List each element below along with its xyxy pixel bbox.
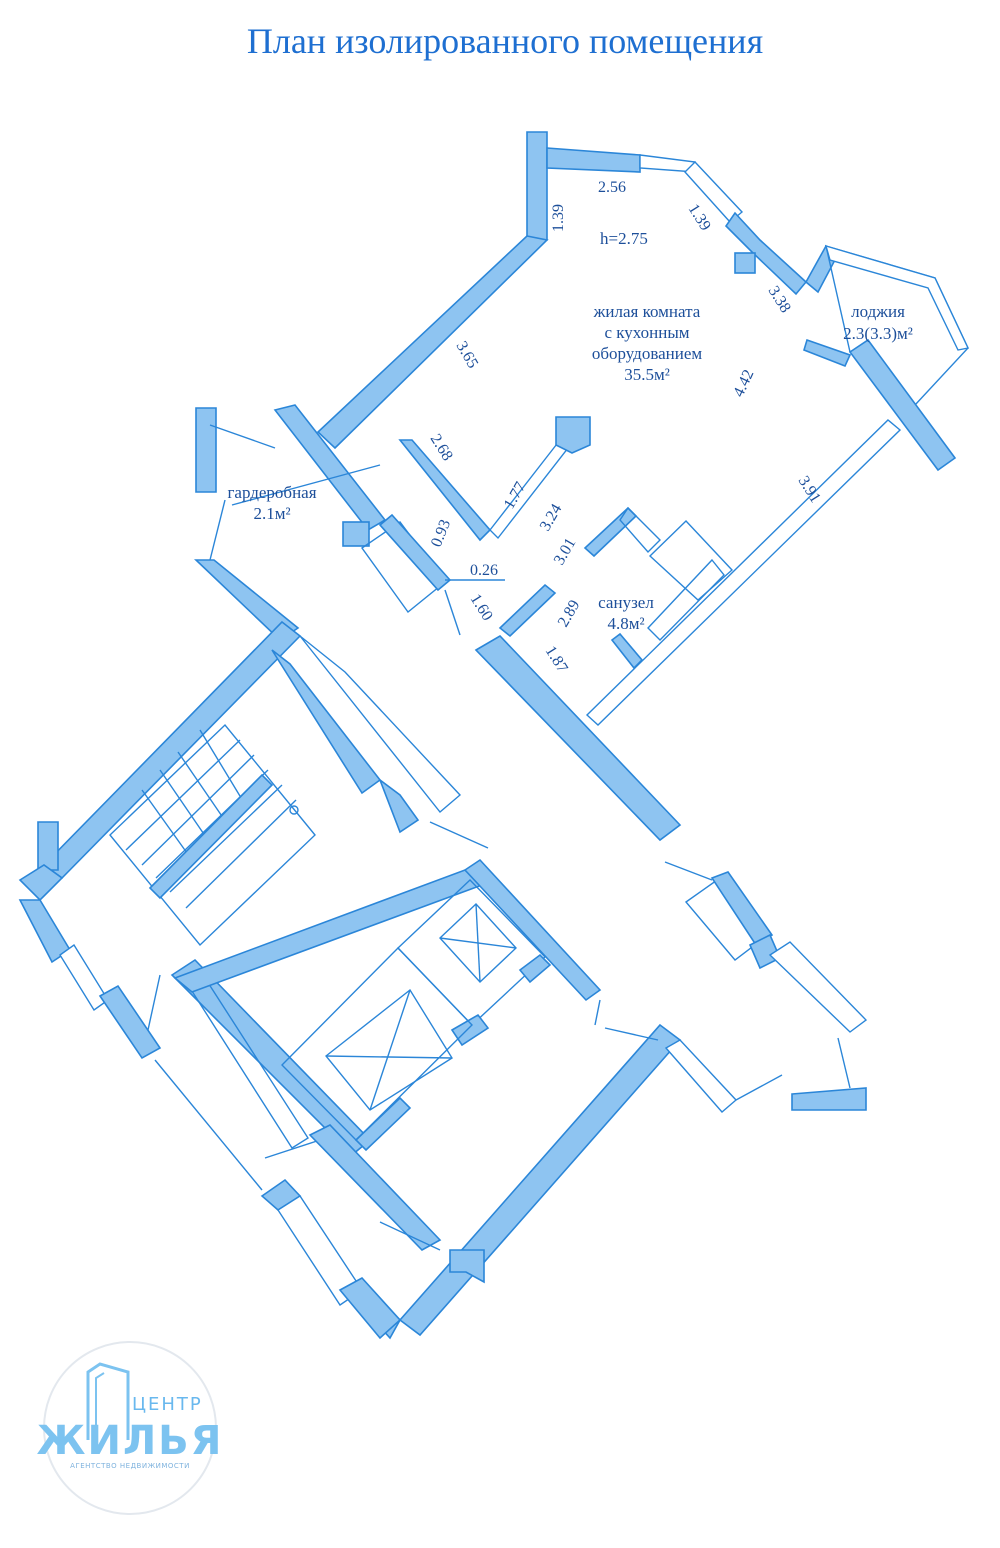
dimension-label: 1.39 <box>685 201 714 234</box>
dimension-label: 3.01 <box>551 535 580 568</box>
wall-segment <box>583 506 638 558</box>
wall-segment <box>299 635 462 814</box>
living-room-label: с кухонным <box>604 323 689 342</box>
window <box>824 244 970 351</box>
wall-segment <box>526 131 548 244</box>
wall-segment <box>195 407 217 493</box>
partition-line <box>231 464 381 506</box>
wall-segment <box>271 649 382 795</box>
page-title: План изолированного помещения <box>247 21 763 61</box>
dimension-label: 3.91 <box>795 473 824 506</box>
wall-segment <box>450 1013 490 1047</box>
wall-segment <box>316 235 549 450</box>
dimension-label: 0.26 <box>470 562 498 579</box>
wall-segment <box>710 871 774 947</box>
living-room-label: оборудованием <box>592 344 703 363</box>
door-swing <box>147 974 161 1031</box>
dimension-label: 1.39 <box>550 204 567 232</box>
stair-handrail <box>148 773 274 900</box>
window <box>768 941 868 1033</box>
dimension-label: 1.60 <box>467 591 496 624</box>
bathroom-label: санузел <box>598 593 654 612</box>
wall-segment <box>398 1023 682 1337</box>
wardrobe-label: гардеробная <box>227 483 316 502</box>
wall-segment <box>37 821 59 871</box>
door-swing <box>604 1027 659 1041</box>
logo-text-big: ЖИЛЬЯ <box>37 1418 224 1464</box>
wall-segment <box>463 858 602 1002</box>
door-swing <box>735 1074 783 1101</box>
dimension-label: 3.24 <box>537 501 566 534</box>
pillar <box>734 252 756 274</box>
door-swing <box>594 999 601 1026</box>
door-swing <box>444 589 461 636</box>
door-swing <box>837 1037 851 1089</box>
building-icon <box>86 1362 130 1440</box>
wall-segment <box>338 1276 402 1340</box>
loggia-label: лоджия <box>851 302 905 321</box>
wall-segment <box>498 583 557 638</box>
wall-segment <box>354 1096 412 1152</box>
wall-segment <box>610 632 644 670</box>
wall-segment <box>518 953 552 984</box>
wall-segment <box>474 634 682 842</box>
logo-tagline: АГЕНТСТВО НЕДВИЖИМОСТИ <box>70 1462 190 1470</box>
dimension-label: 3.65 <box>453 339 482 372</box>
elevator-cab <box>325 988 453 1111</box>
wall-segment <box>308 1124 442 1251</box>
wall-segment <box>803 338 852 368</box>
bathroom-area: 4.8м² <box>607 614 644 633</box>
wall-segment <box>647 558 725 641</box>
loggia-area: 2.3(3.3)м² <box>843 324 913 343</box>
door-swing <box>429 821 489 849</box>
door-swing <box>379 1221 441 1251</box>
dimension-label: 2.56 <box>598 179 626 196</box>
window <box>664 1039 738 1113</box>
logo-text-small: ЦЕНТР <box>132 1394 203 1415</box>
room-labels: h=2.75 жилая комната с кухонным оборудов… <box>227 229 912 633</box>
shower <box>648 520 734 601</box>
wall-segment <box>546 147 641 173</box>
staircase <box>109 723 316 947</box>
living-room-area: 35.5м² <box>624 365 670 384</box>
wall-segment <box>848 338 957 472</box>
wall-segment <box>619 506 661 554</box>
door-swing <box>264 1139 321 1159</box>
living-room-label: жилая комната <box>593 302 701 321</box>
ceiling-height: h=2.75 <box>600 229 648 248</box>
wall-segment <box>585 419 902 726</box>
dimension-label: 4.42 <box>730 367 757 400</box>
wall-segment <box>18 864 64 902</box>
door-swing <box>664 861 713 881</box>
wall-segment <box>555 416 591 454</box>
wall-segment <box>724 211 808 296</box>
agency-logo: ЦЕНТР ЖИЛЬЯ АГЕНТСТВО НЕДВИЖИМОСТИ <box>37 1341 224 1515</box>
wall-segment <box>194 559 300 642</box>
wall-segment <box>378 777 420 834</box>
pillar <box>449 1249 485 1284</box>
door-swing <box>209 424 276 449</box>
partition-line <box>154 1059 263 1191</box>
pillar <box>342 521 370 547</box>
wall-segment <box>173 869 484 993</box>
dimension-label: 2.89 <box>555 597 584 630</box>
dimension-label: 1.87 <box>542 643 571 676</box>
wall-segment <box>98 984 162 1060</box>
wardrobe-area: 2.1м² <box>253 504 290 523</box>
wall-segment <box>42 620 302 880</box>
wall-segment <box>791 1087 867 1111</box>
dimension-label: 0.93 <box>428 517 454 549</box>
apartment-walls <box>194 131 970 842</box>
window <box>59 943 109 1012</box>
dimension-label: 2.68 <box>427 431 456 464</box>
common-area-walls <box>18 620 868 1340</box>
stair-flight <box>109 723 316 947</box>
door-swing <box>209 499 226 561</box>
elevator-shaft <box>281 946 473 1141</box>
